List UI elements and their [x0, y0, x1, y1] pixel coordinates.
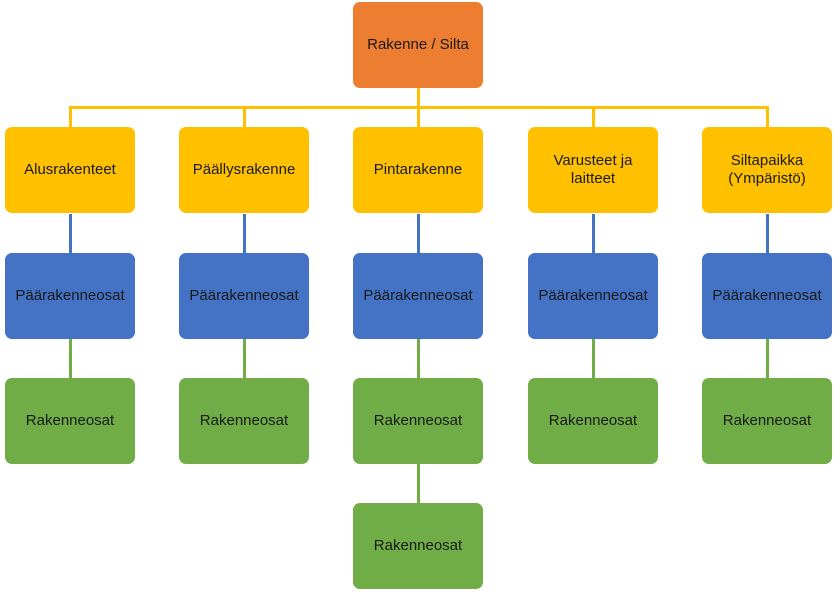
category-node-label: Pintarakenne: [373, 161, 463, 178]
connector-category-2: [243, 106, 246, 127]
category-node-paallysrakenne: Päällysrakenne: [179, 127, 309, 213]
connector-component-2: [243, 339, 246, 378]
connector-root-stem: [417, 88, 420, 108]
connector-category-1: [69, 106, 72, 127]
main-part-node-label: Päärakenneosat: [15, 287, 125, 304]
connector-category-5: [766, 106, 769, 127]
category-node-label: Päällysrakenne: [192, 161, 296, 178]
root-node: Rakenne / Silta: [353, 2, 483, 88]
component-node-5: Rakenneosat: [702, 378, 832, 464]
main-part-node-5: Päärakenneosat: [702, 253, 832, 339]
connector-component-1: [69, 339, 72, 378]
connector-main-1: [69, 214, 72, 253]
main-part-node-label: Päärakenneosat: [363, 287, 473, 304]
connector-component-5: [766, 339, 769, 378]
main-part-node-1: Päärakenneosat: [5, 253, 135, 339]
category-node-varusteet: Varusteet ja laitteet: [528, 127, 658, 213]
component-node-3: Rakenneosat: [353, 378, 483, 464]
connector-main-3: [417, 214, 420, 253]
connector-component-3: [417, 339, 420, 378]
main-part-node-3: Päärakenneosat: [353, 253, 483, 339]
category-node-alusrakenteet: Alusrakenteet: [5, 127, 135, 213]
connector-main-5: [766, 214, 769, 253]
category-node-pintarakenne: Pintarakenne: [353, 127, 483, 213]
component-node-4: Rakenneosat: [528, 378, 658, 464]
connector-category-4: [592, 106, 595, 127]
connector-main-2: [243, 214, 246, 253]
component-node-3-extra: Rakenneosat: [353, 503, 483, 589]
category-node-label: Siltapaikka (Ympäristö): [728, 152, 806, 187]
root-node-label: Rakenne / Silta: [367, 36, 469, 53]
category-node-siltapaikka: Siltapaikka (Ympäristö): [702, 127, 832, 213]
component-node-label: Rakenneosat: [373, 412, 463, 429]
connector-category-3: [417, 106, 420, 127]
component-node-1: Rakenneosat: [5, 378, 135, 464]
main-part-node-label: Päärakenneosat: [189, 287, 299, 304]
component-node-label: Rakenneosat: [548, 412, 638, 429]
connector-component-4: [592, 339, 595, 378]
component-node-label: Rakenneosat: [722, 412, 812, 429]
main-part-node-2: Päärakenneosat: [179, 253, 309, 339]
connector-main-4: [592, 214, 595, 253]
component-node-label: Rakenneosat: [199, 412, 289, 429]
component-node-label: Rakenneosat: [25, 412, 115, 429]
main-part-node-4: Päärakenneosat: [528, 253, 658, 339]
component-node-2: Rakenneosat: [179, 378, 309, 464]
main-part-node-label: Päärakenneosat: [712, 287, 822, 304]
main-part-node-label: Päärakenneosat: [538, 287, 648, 304]
category-node-label: Alusrakenteet: [24, 161, 116, 178]
connector-component-3-extra: [417, 464, 420, 503]
component-node-label: Rakenneosat: [373, 537, 463, 554]
category-node-label: Varusteet ja laitteet: [553, 152, 633, 187]
